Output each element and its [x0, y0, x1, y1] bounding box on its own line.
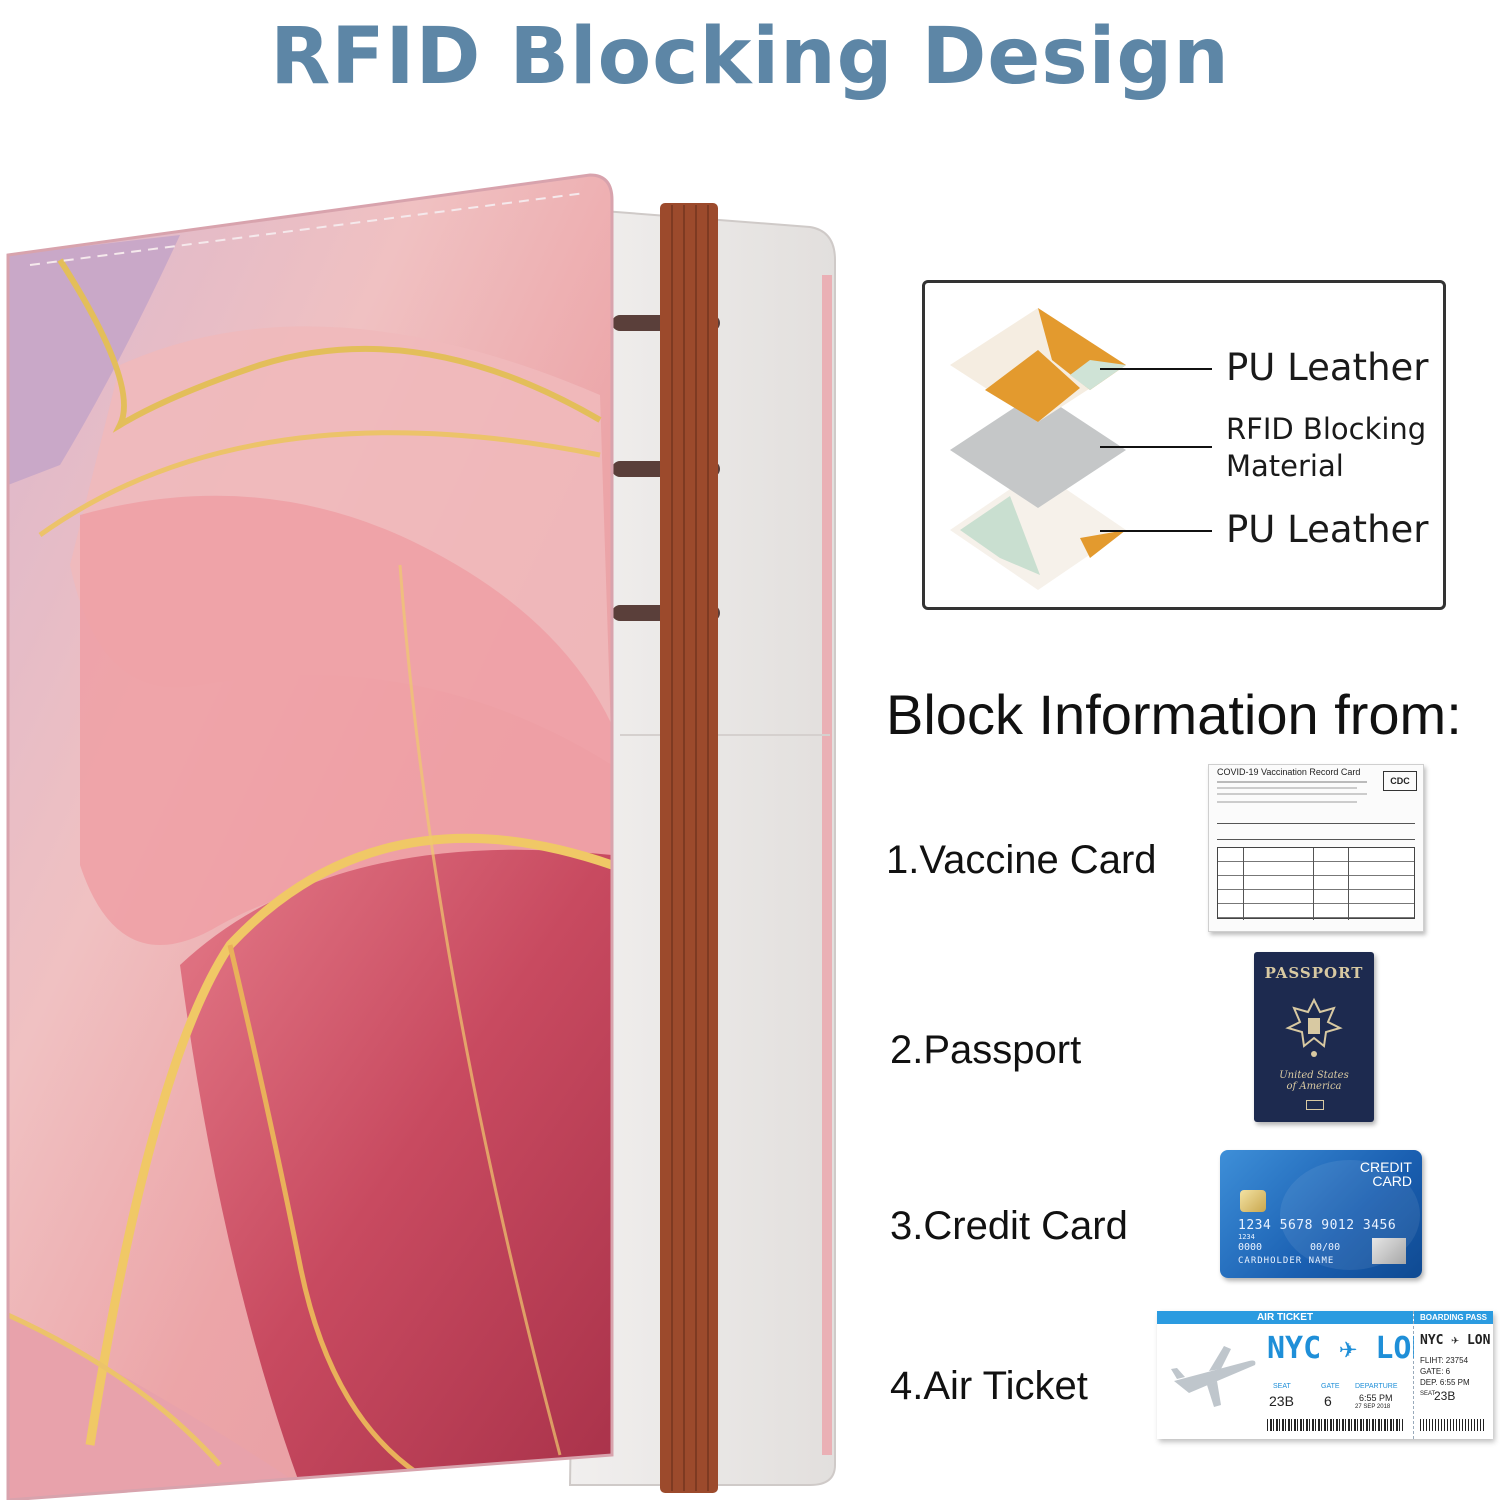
item-label-ticket: 4.Air Ticket	[890, 1364, 1088, 1408]
ticket-gate-label: GATE	[1321, 1383, 1340, 1390]
card-chip-icon	[1240, 1190, 1266, 1212]
card-valid: 0000	[1238, 1242, 1263, 1253]
leader-line-1	[1100, 368, 1212, 370]
ticket-departure-time: 6:55 PM	[1359, 1393, 1393, 1403]
stub-seat: 23B	[1434, 1389, 1456, 1403]
passport-country-line1: United States	[1279, 1070, 1349, 1081]
chip-symbol-icon	[1306, 1100, 1324, 1110]
passport-wallet-image	[6, 173, 836, 1500]
ticket-seat: 23B	[1269, 1393, 1294, 1409]
vaccine-card-icon: COVID-19 Vaccination Record Card CDC	[1208, 764, 1424, 932]
leader-line-2	[1100, 446, 1212, 448]
cdc-logo: CDC	[1383, 771, 1417, 791]
vaccine-card-field-line	[1217, 839, 1415, 840]
passport-title: PASSPORT	[1264, 964, 1364, 982]
vaccine-card-title: COVID-19 Vaccination Record Card	[1217, 767, 1361, 777]
vaccine-card-text-line	[1217, 793, 1367, 795]
layer-label-middle: RFID Blocking Material	[1226, 411, 1426, 485]
stub-departure: DEP. 6:55 PM	[1420, 1378, 1470, 1387]
stub-route: NYC ✈ LON	[1420, 1333, 1491, 1348]
vaccine-card-table	[1217, 847, 1415, 920]
ticket-seat-label: SEAT	[1273, 1383, 1291, 1390]
item-label-vaccine: 1.Vaccine Card	[886, 838, 1157, 882]
eagle-seal-icon	[1285, 997, 1343, 1057]
credit-card-label-line2: CARD	[1372, 1173, 1412, 1189]
leader-line-3	[1100, 530, 1212, 532]
ticket-barcode	[1267, 1419, 1403, 1431]
card-small-number: 1234	[1238, 1233, 1255, 1241]
air-ticket-icon: AIR TICKET NYC ✈ LON SEAT 23B GATE 6 DEP…	[1157, 1311, 1493, 1439]
credit-card-label: CREDIT CARD	[1360, 1160, 1412, 1188]
vaccine-card-field-line	[1217, 823, 1415, 824]
card-expiry: 00/00	[1310, 1242, 1341, 1253]
vaccine-card-text-line	[1217, 801, 1357, 803]
ticket-departure-label: DEPARTURE	[1355, 1383, 1398, 1390]
ticket-route: NYC ✈ LON	[1267, 1331, 1430, 1366]
passport-country-line2: of America	[1286, 1081, 1342, 1092]
credit-card-icon: CREDIT CARD 1234 5678 9012 3456 1234 000…	[1220, 1150, 1422, 1278]
card-number: 1234 5678 9012 3456	[1238, 1218, 1397, 1233]
item-label-credit: 3.Credit Card	[890, 1204, 1128, 1248]
vaccine-card-text-line	[1217, 781, 1367, 783]
stub-gate: GATE: 6	[1420, 1367, 1451, 1376]
stub-barcode	[1420, 1419, 1486, 1431]
airplane-icon	[1171, 1346, 1256, 1407]
stub-seat-label: SEAT	[1420, 1391, 1436, 1397]
passport-icon: PASSPORT United States of America	[1254, 952, 1374, 1122]
block-heading: Block Information from:	[886, 683, 1462, 746]
credit-card-label-line1: CREDIT	[1359, 1159, 1412, 1175]
stub-header: BOARDING PASS	[1414, 1311, 1493, 1324]
vaccine-card-text-line	[1217, 787, 1357, 789]
item-label-passport: 2.Passport	[890, 1028, 1082, 1072]
layer-label-middle-line1: RFID Blocking	[1226, 412, 1427, 446]
passport-country: United States of America	[1254, 1070, 1374, 1092]
layer-label-middle-line2: Material	[1226, 449, 1344, 483]
layer-stack-icon	[950, 308, 1126, 590]
layer-label-outer: PU Leather	[1226, 346, 1429, 389]
card-holder: CARDHOLDER NAME	[1238, 1256, 1335, 1266]
layer-label-inner: PU Leather	[1226, 508, 1429, 551]
ticket-header: AIR TICKET	[1157, 1311, 1413, 1324]
page-title: RFID Blocking Design	[270, 12, 1230, 102]
ticket-stub: BOARDING PASS NYC ✈ LON FLIHT: 23754 GAT…	[1414, 1311, 1493, 1439]
stub-flight: FLIHT: 23754	[1420, 1356, 1469, 1365]
card-hologram-icon	[1372, 1238, 1406, 1264]
ticket-gate: 6	[1324, 1393, 1332, 1409]
ticket-main: AIR TICKET NYC ✈ LON SEAT 23B GATE 6 DEP…	[1157, 1311, 1430, 1439]
ticket-departure-date: 27 SEP 2018	[1355, 1404, 1391, 1410]
